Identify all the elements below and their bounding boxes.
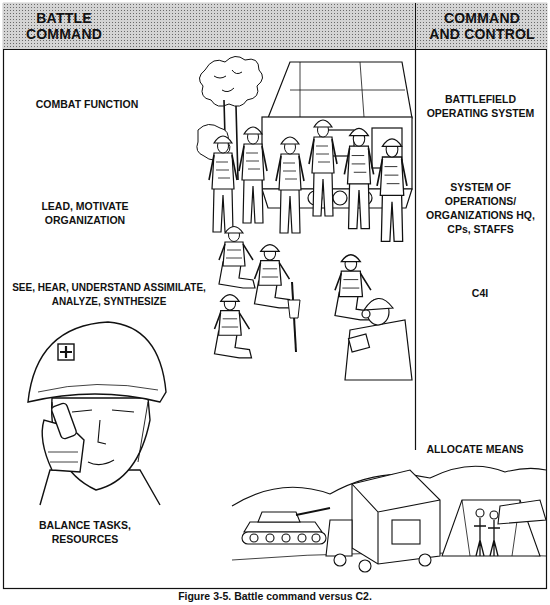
- field-landscape: [244, 522, 322, 532]
- armored-carrier: [290, 62, 405, 117]
- field-landscape: [282, 534, 290, 542]
- soldier-figure: [335, 255, 373, 320]
- field-landscape: [392, 520, 420, 544]
- soldier-closeup: [58, 344, 74, 360]
- field-landscape: [312, 534, 320, 542]
- field-landscape: [232, 466, 546, 572]
- figure-caption: Figure 3-5. Battle command versus C2.: [0, 590, 550, 603]
- header-band: BATTLE COMMAND: [3, 3, 416, 50]
- trees: [199, 56, 262, 106]
- soldier-closeup: [48, 452, 78, 462]
- field-landscape: [296, 508, 330, 515]
- column-label: BALANCE TASKS, RESOURCES: [15, 518, 155, 546]
- field-landscape: [352, 484, 440, 564]
- field-landscape: [352, 470, 440, 564]
- armored-carrier: [333, 191, 347, 205]
- radio-operator: [364, 298, 393, 310]
- field-landscape: [476, 509, 484, 517]
- field-landscape: [326, 520, 352, 556]
- soldier-closeup: [28, 322, 166, 505]
- soldier-figure: [214, 295, 251, 358]
- soldier-figure: [239, 127, 267, 223]
- trees: [214, 70, 242, 92]
- rifle: [288, 300, 300, 318]
- soldier-closeup: [60, 346, 72, 358]
- soldier-figure: [276, 137, 304, 233]
- column-label: BATTLEFIELD OPERATING SYSTEM: [418, 92, 543, 120]
- field-landscape: [250, 534, 258, 542]
- column-label: LEAD, MOTIVATE ORGANIZATION: [15, 199, 155, 227]
- column-label: C4I: [420, 286, 540, 300]
- header-band: COMMAND AND CONTROL: [415, 3, 547, 50]
- soldier-figure: [254, 245, 291, 308]
- soldier-figure: [219, 227, 255, 289]
- field-landscape: [334, 554, 346, 566]
- column-label: ALLOCATE MEANS: [410, 442, 540, 456]
- field-landscape: [488, 520, 500, 556]
- frame: [4, 4, 547, 589]
- radio-operator: [345, 320, 412, 380]
- field-landscape: [359, 560, 371, 572]
- field-landscape: [258, 512, 300, 522]
- radio-operator: [362, 310, 370, 318]
- soldier-figure: [377, 139, 407, 241]
- field-landscape: [474, 518, 486, 556]
- field-landscape: [490, 511, 498, 519]
- field-landscape: [498, 500, 546, 524]
- field-landscape: [298, 534, 306, 542]
- soldier-closeup: [38, 384, 158, 392]
- field-landscape: [419, 554, 431, 566]
- soldier-closeup: [51, 402, 78, 439]
- divider-line: [415, 50, 416, 450]
- soldier-figure: [309, 120, 337, 216]
- soldier-group: [209, 120, 412, 380]
- field-landscape: [266, 534, 274, 542]
- armored-carrier: [268, 62, 412, 118]
- column-label: COMBAT FUNCTION: [12, 97, 162, 111]
- soldier-figure: [209, 136, 237, 232]
- header-text: BATTLE COMMAND: [9, 10, 119, 42]
- column-label: SYSTEM OF OPERATIONS/ ORGANIZATIONS HQ, …: [418, 180, 543, 236]
- radio-operator: [345, 298, 412, 380]
- soldier-figure: [344, 128, 373, 228]
- header-text: COMMAND AND CONTROL: [429, 10, 535, 42]
- soldier-closeup: [28, 322, 166, 402]
- radio-operator: [348, 334, 369, 352]
- field-landscape: [242, 532, 326, 544]
- column-label: SEE, HEAR, UNDERSTAND ASSIMILATE, ANALYZ…: [8, 281, 210, 309]
